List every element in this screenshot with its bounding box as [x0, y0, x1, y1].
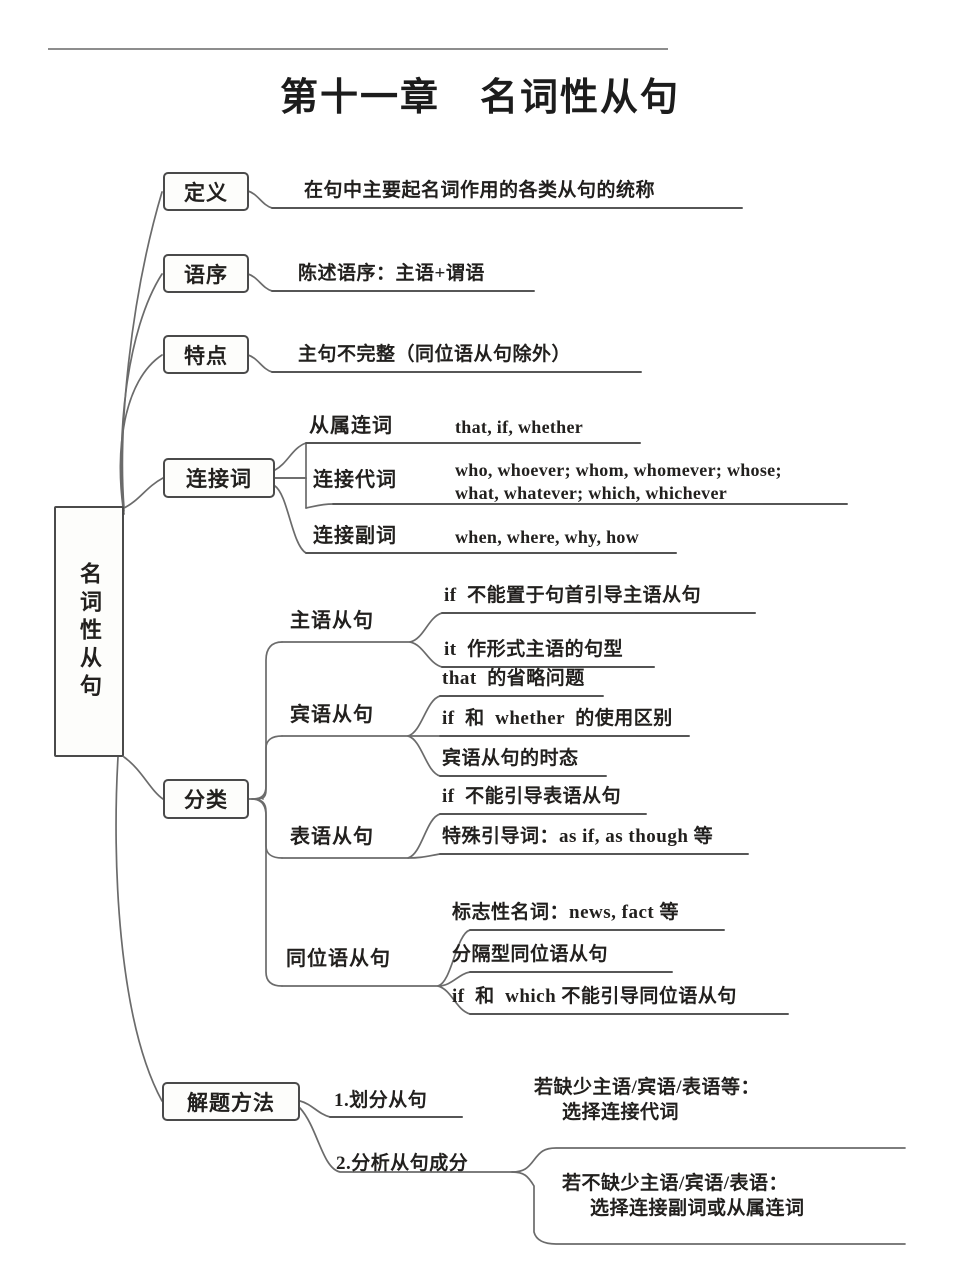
- method-step-1-note-line2: 选择连接代词: [562, 1102, 680, 1123]
- connective-label-subordinating: 从属连词: [309, 415, 393, 437]
- page-title: 第十一章 名词性从句: [279, 77, 680, 119]
- classification-label-predicative: 表语从句: [290, 826, 374, 848]
- classification-point-predicative-2: 特殊引导词：as if, as though 等: [442, 826, 714, 847]
- node-method[interactable]: 解题方法: [162, 1082, 300, 1121]
- node-classification[interactable]: 分类: [163, 779, 249, 819]
- classification-point-appositive-1: 标志性名词：news, fact 等: [452, 902, 679, 923]
- classification-point-predicative-1: if 不能引导表语从句: [442, 786, 622, 807]
- title-rule: [48, 48, 668, 50]
- feature-content: 主句不完整（同位语从句除外）: [298, 344, 572, 365]
- definition-content: 在句中主要起名词作用的各类从句的统称: [304, 180, 656, 201]
- classification-label-subject: 主语从句: [290, 610, 374, 632]
- root-node[interactable]: 名词性从句: [54, 506, 124, 757]
- method-step-1-label: 1.划分从句: [334, 1090, 428, 1111]
- classification-point-object-2: if 和 whether 的使用区别: [442, 708, 673, 729]
- connective-value-pronoun-line2: what, whatever; which, whichever: [455, 483, 728, 503]
- connective-label-pronoun: 连接代词: [313, 469, 397, 491]
- connective-value-pronoun-line1: who, whoever; whom, whomever; whose;: [455, 460, 782, 480]
- method-step-2-note-line1: 若不缺少主语/宾语/表语：: [562, 1173, 789, 1194]
- classification-label-appositive: 同位语从句: [286, 948, 391, 970]
- word-order-content: 陈述语序：主语+谓语: [298, 263, 485, 284]
- classification-point-appositive-2: 分隔型同位语从句: [452, 944, 609, 965]
- node-feature[interactable]: 特点: [163, 335, 249, 374]
- connective-label-adverb: 连接副词: [313, 525, 397, 547]
- connective-value-subordinating: that, if, whether: [455, 417, 584, 437]
- classification-point-object-1: that 的省略问题: [442, 668, 585, 689]
- method-step-2-label: 2.分析从句成分: [336, 1153, 469, 1174]
- node-word-order[interactable]: 语序: [163, 254, 249, 293]
- node-definition[interactable]: 定义: [163, 172, 249, 211]
- method-step-1-note-line1: 若缺少主语/宾语/表语等：: [534, 1077, 761, 1098]
- classification-point-appositive-3: if 和 which 不能引导同位语从句: [452, 986, 737, 1007]
- classification-point-object-3: 宾语从句的时态: [442, 748, 579, 769]
- classification-point-subject-1: if 不能置于句首引导主语从句: [444, 585, 702, 606]
- classification-label-object: 宾语从句: [290, 704, 374, 726]
- node-connectives[interactable]: 连接词: [163, 458, 275, 498]
- method-step-2-note-line2: 选择连接副词或从属连词: [590, 1198, 805, 1219]
- connective-value-adverb: when, where, why, how: [455, 527, 639, 547]
- classification-point-subject-2: it 作形式主语的句型: [444, 639, 624, 660]
